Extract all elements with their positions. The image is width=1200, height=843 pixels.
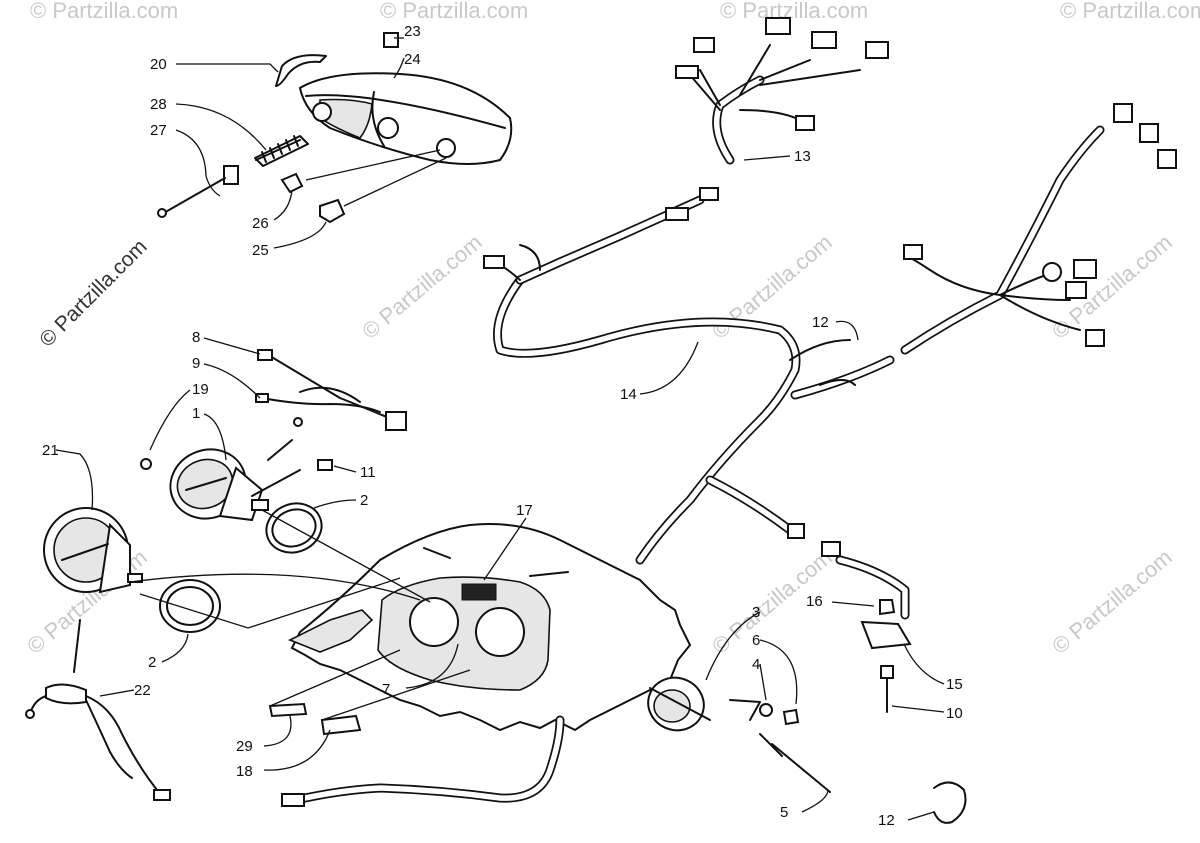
lower-cable: [268, 702, 565, 807]
callout-29: 29: [236, 738, 253, 755]
callout-9: 9: [192, 355, 200, 372]
callout-1: 1: [192, 405, 200, 422]
leader-lines: [55, 37, 945, 821]
gauge-wire-harness: [140, 349, 407, 497]
watermark: © Partzilla.com: [1047, 544, 1177, 658]
watermark: © Partzilla.com: [1060, 0, 1200, 23]
callout-10: 10: [946, 705, 963, 722]
callout-24: 24: [404, 51, 421, 68]
callout-15: 15: [946, 676, 963, 693]
callout-21: 21: [42, 442, 59, 459]
callout-28: 28: [150, 96, 167, 113]
callout-19: 19: [192, 381, 209, 398]
callouts: 20 23 24 28 27 26 25 13 12 14 8 9 19 1 2…: [42, 23, 963, 829]
callout-7: 7: [382, 681, 390, 698]
callout-2: 2: [360, 492, 368, 509]
fuel-gauge-assembly: [647, 599, 967, 824]
dash-panel: [288, 523, 692, 732]
bezel-ring-inner: [271, 508, 317, 548]
watermark: © Partzilla.com: [380, 0, 528, 23]
callout-18: 18: [236, 763, 253, 780]
callout-25: 25: [252, 242, 269, 259]
callout-22: 22: [134, 682, 151, 699]
watermark: © Partzilla.com: [357, 229, 487, 343]
callout-6: 6: [752, 632, 760, 649]
callout-26: 26: [252, 215, 269, 232]
callout-17: 17: [516, 502, 533, 519]
callout-2: 2: [148, 654, 156, 671]
wiring-harness: [483, 17, 1177, 620]
callout-11: 11: [360, 464, 376, 481]
taillight-assembly: [157, 32, 513, 224]
bezel-ring-inner: [166, 586, 214, 626]
watermark-main: © Partzilla.com: [35, 235, 151, 351]
callout-14: 14: [620, 386, 637, 403]
callout-16: 16: [806, 593, 823, 610]
callout-3: 3: [752, 604, 760, 621]
callout-8: 8: [192, 329, 200, 346]
watermark: © Partzilla.com: [30, 0, 178, 23]
callout-12: 12: [812, 314, 829, 331]
callout-27: 27: [150, 122, 167, 139]
watermark: © Partzilla.com: [720, 0, 868, 23]
tachometer: [169, 448, 269, 522]
callout-12: 12: [878, 812, 895, 829]
callout-13: 13: [794, 148, 811, 165]
callout-23: 23: [404, 23, 421, 40]
callout-4: 4: [752, 656, 760, 673]
callout-5: 5: [780, 804, 788, 821]
bezel-ring: [159, 579, 221, 633]
speedometer: [43, 507, 143, 594]
callout-20: 20: [150, 56, 167, 73]
socket-harness: [25, 619, 171, 801]
